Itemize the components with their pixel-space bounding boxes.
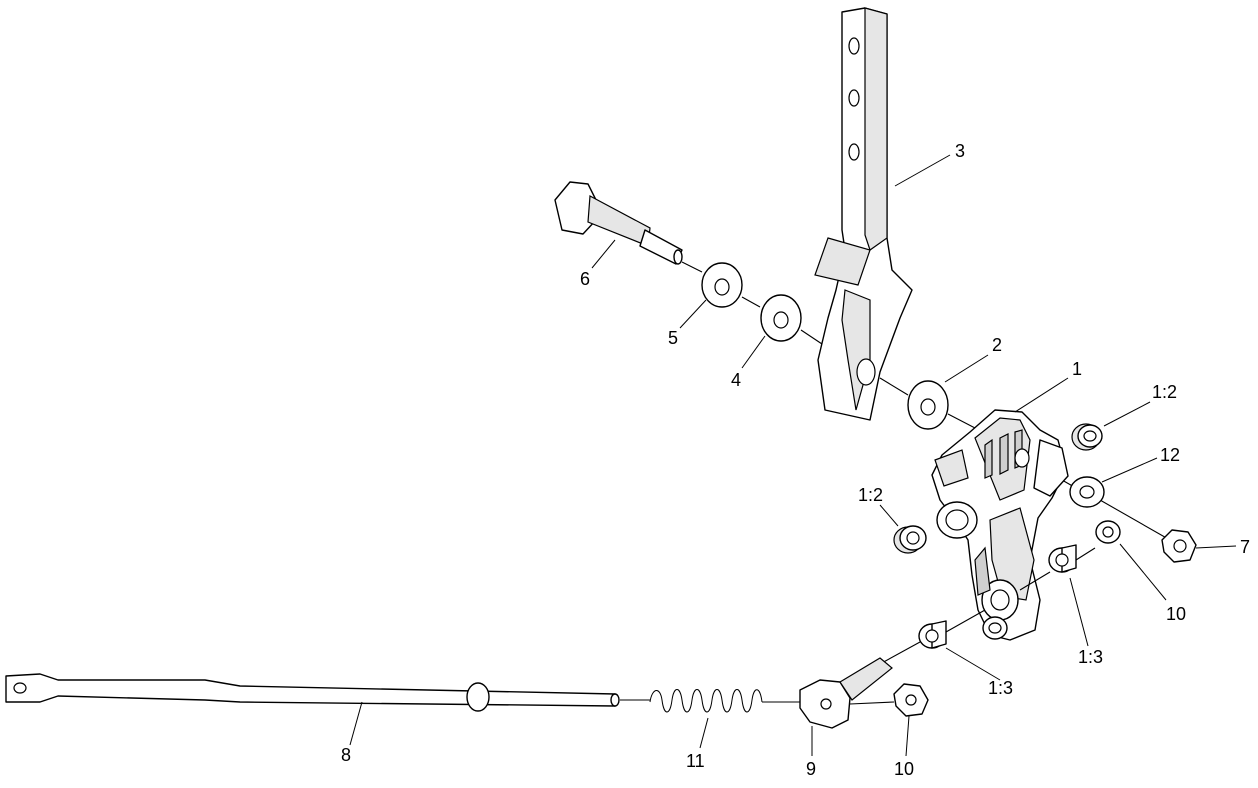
- part-2-washer: [907, 380, 949, 430]
- part-1-2-bushing-left: [893, 525, 927, 554]
- part-9-clevis: [799, 657, 893, 729]
- callout-7: 7: [1240, 537, 1250, 557]
- lever-hole-1: [848, 37, 860, 55]
- lever-hole-3: [848, 143, 860, 161]
- callout-9: 9: [806, 759, 816, 779]
- callout-3: 3: [955, 141, 965, 161]
- callout-10-right: 10: [1166, 604, 1186, 624]
- callout-1-2-left: 1:2: [858, 485, 883, 505]
- callout-10-bottom: 10: [894, 759, 914, 779]
- part-11-spring: [649, 689, 763, 713]
- part-3-lever-arm: [814, 7, 913, 421]
- callout-1-3-bottom: 1:3: [988, 678, 1013, 698]
- callout-1-3-right: 1:3: [1078, 647, 1103, 667]
- part-12-washer: [1069, 476, 1105, 508]
- part-1-2-bushing-top: [1071, 423, 1103, 451]
- part-8-rod: [5, 673, 620, 712]
- part-5-washer: [701, 262, 743, 308]
- callout-1: 1: [1072, 359, 1082, 379]
- callout-6: 6: [580, 269, 590, 289]
- callout-2: 2: [992, 335, 1002, 355]
- callout-11: 11: [686, 751, 705, 771]
- part-4-washer: [760, 294, 802, 342]
- lever-hole-2: [848, 89, 860, 107]
- part-1-bracket-assembly: [931, 409, 1069, 641]
- callout-4: 4: [731, 370, 741, 390]
- callout-labels: 3 6 5 4 2 1 1:2 12 1:2 7 10 1:3 1:3 8 11…: [341, 141, 1250, 779]
- callout-5: 5: [668, 328, 678, 348]
- lever-pivot-hole: [856, 358, 876, 386]
- callout-12: 12: [1160, 445, 1180, 465]
- callout-8: 8: [341, 745, 351, 765]
- part-1-3-spacer-right: [1048, 544, 1077, 573]
- part-10-nut-right: [1095, 520, 1121, 544]
- part-1-3-spacer-bottom: [918, 620, 947, 649]
- part-7-nut: [1161, 529, 1197, 563]
- part-10-nut-bottom: [893, 683, 929, 717]
- leader-lines: [349, 154, 1237, 757]
- part-6-shoulder-bolt: [554, 181, 683, 265]
- callout-1-2-top: 1:2: [1152, 382, 1177, 402]
